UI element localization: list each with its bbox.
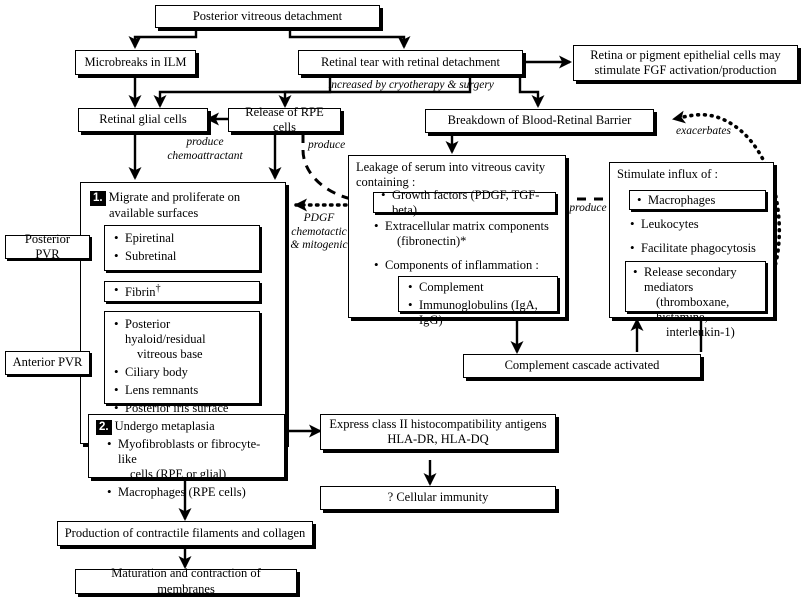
step-number-2: 2. [96, 420, 112, 435]
list-leukocytes: Leukocytes [629, 216, 769, 232]
node-label: Maturation and contraction of membranes [111, 566, 261, 596]
edge-label-produce-macrophages: produce [569, 202, 607, 214]
node-epiretinal-subretinal[interactable]: Epiretinal Subretinal [104, 225, 260, 271]
node-retinal-tear[interactable]: Retinal tear with retinal detachment [298, 50, 523, 75]
list-inflammation: Components of inflammation : [373, 257, 563, 273]
step1-line2: available surfaces [109, 206, 199, 220]
list-item: Facilitate phagocytosis [629, 240, 772, 256]
node-label: Complement cascade activated [504, 358, 660, 373]
node-contractile-filaments[interactable]: Production of contractile filaments and … [57, 521, 313, 546]
edge-label-exacerbates: exacerbates [676, 125, 731, 137]
node-secondary-mediators[interactable]: Release secondary mediators (thromboxane… [625, 261, 766, 339]
node-label: Retinal glial cells [99, 112, 187, 127]
list-item: Components of inflammation : [373, 257, 563, 273]
list-surfaces-posterior: Epiretinal Subretinal [113, 230, 176, 264]
node-anterior-pvr[interactable]: Anterior PVR [5, 351, 90, 375]
node-label: Release of RPE cells [245, 104, 324, 134]
node-complement-immunoglobulins[interactable]: Complement Immunoglobulins (IgA, IgG) [398, 276, 558, 327]
node-leakage-header: Leakage of serum into vitreous cavity co… [356, 160, 560, 190]
list-phagocytosis: Facilitate phagocytosis [629, 240, 772, 256]
node-maturation-contraction[interactable]: Maturation and contraction of membranes [75, 566, 297, 596]
node-fibrin[interactable]: Fibrin† [104, 281, 260, 302]
wire-pvd-microbreaks [128, 27, 198, 49]
list-item: Growth factors (PDGF, TGF-beta) [380, 187, 549, 218]
list-item: Macrophages (RPE cells) [106, 484, 277, 500]
list-item: Macrophages [636, 192, 715, 208]
list-mediators: Release secondary mediators (thromboxane… [632, 264, 759, 340]
list-item: Posterior iris surface [113, 400, 251, 416]
list-item: Complement [407, 279, 549, 295]
step1-line1: Migrate and proliferate on [108, 190, 241, 204]
list-item: Subretinal [113, 248, 176, 264]
list-item: Lens remnants [113, 382, 251, 398]
node-label: Retinal tear with retinal detachment [320, 54, 501, 69]
node-microbreaks-ilm[interactable]: Microbreaks in ILM [75, 50, 196, 75]
node-release-rpe-cells[interactable]: Release of RPE cells [228, 105, 341, 134]
node-label-line1: Retina or pigment epithelial cells may [590, 47, 781, 62]
node-leukocytes: Leukocytes [629, 216, 769, 232]
node-label: ? Cellular immunity [387, 490, 489, 505]
node-label: Production of contractile filaments and … [64, 525, 306, 540]
wire-tear-brb [518, 78, 545, 108]
node-hla-expression[interactable]: Express class II histocompatibility anti… [320, 414, 556, 450]
list-ecm: Extracellular matrix components(fibronec… [373, 218, 563, 249]
step-number-1: 1. [90, 191, 106, 206]
node-label: Posterior vitreous detachment [192, 8, 343, 23]
node-label-line2: HLA-DR, HLA-DQ [387, 432, 489, 446]
step2-content: 2.Undergo metaplasia Myofibroblasts or f… [96, 419, 277, 500]
node-posterior-pvr[interactable]: Posterior PVR [5, 232, 90, 261]
list-complement: Complement Immunoglobulins (IgA, IgG) [407, 279, 549, 328]
node-step2-undergo-metaplasia[interactable]: 2.Undergo metaplasia Myofibroblasts or f… [88, 414, 285, 500]
node-growth-factors[interactable]: Growth factors (PDGF, TGF-beta) [373, 187, 556, 217]
node-ecm-components: Extracellular matrix components(fibronec… [373, 218, 563, 249]
leakage-line2: containing : [356, 175, 416, 189]
node-label: Posterior PVR [24, 231, 71, 261]
dagger-symbol: † [155, 282, 161, 294]
edge-label-pdgf: PDGF chemotactic & mitogenic [290, 212, 348, 252]
node-breakdown-blood-retinal-barrier[interactable]: Breakdown of Blood-Retinal Barrier [425, 109, 654, 133]
node-fgf-activation[interactable]: Retina or pigment epithelial cells may s… [573, 45, 798, 81]
stimulate-title: Stimulate influx of : [617, 167, 719, 181]
node-complement-cascade-activated[interactable]: Complement cascade activated [463, 354, 701, 378]
node-label-line1: Express class II histocompatibility anti… [329, 416, 547, 431]
node-label-line2: stimulate FGF activation/production [594, 63, 777, 77]
list-fibrin: Fibrin† [113, 282, 161, 300]
list-item: Fibrin† [113, 282, 161, 300]
node-label: Anterior PVR [12, 355, 83, 370]
node-cellular-immunity[interactable]: ? Cellular immunity [320, 486, 556, 510]
step2-title: Undergo metaplasia [114, 419, 215, 433]
step2-header: 2.Undergo metaplasia [96, 419, 277, 435]
edge-label-produce-chemoattractant: produce chemoattractant [167, 136, 243, 162]
list-item: Leukocytes [629, 216, 769, 232]
leakage-line1: Leakage of serum into vitreous cavity [356, 160, 546, 174]
edge-label-produce-rpe: produce [308, 139, 346, 151]
node-step1-header: 1.Migrate and proliferate on available s… [90, 188, 280, 221]
node-label: Microbreaks in ILM [84, 54, 187, 69]
node-label: Breakdown of Blood-Retinal Barrier [447, 113, 632, 128]
node-phagocytosis: Facilitate phagocytosis [629, 240, 772, 256]
list-item: Extracellular matrix components(fibronec… [373, 218, 563, 249]
node-stimulate-header: Stimulate influx of : [617, 167, 767, 182]
wire-pvd-tear [288, 27, 411, 49]
node-posterior-vitreous-detachment[interactable]: Posterior vitreous detachment [155, 5, 380, 28]
node-inflammation-components: Components of inflammation : [373, 257, 563, 273]
list-item: Epiretinal [113, 230, 176, 246]
list-item: Release secondary mediators (thromboxane… [632, 264, 759, 340]
node-retinal-glial-cells[interactable]: Retinal glial cells [78, 108, 208, 132]
edge-label-cryotherapy: increased by cryotherapy & surgery [328, 79, 494, 91]
list-growth-factors: Growth factors (PDGF, TGF-beta) [380, 187, 549, 218]
list-macrophages: Macrophages [636, 192, 715, 208]
node-macrophages[interactable]: Macrophages [629, 190, 766, 210]
list-item: Ciliary body [113, 364, 251, 380]
list-item: Immunoglobulins (IgA, IgG) [407, 297, 549, 328]
